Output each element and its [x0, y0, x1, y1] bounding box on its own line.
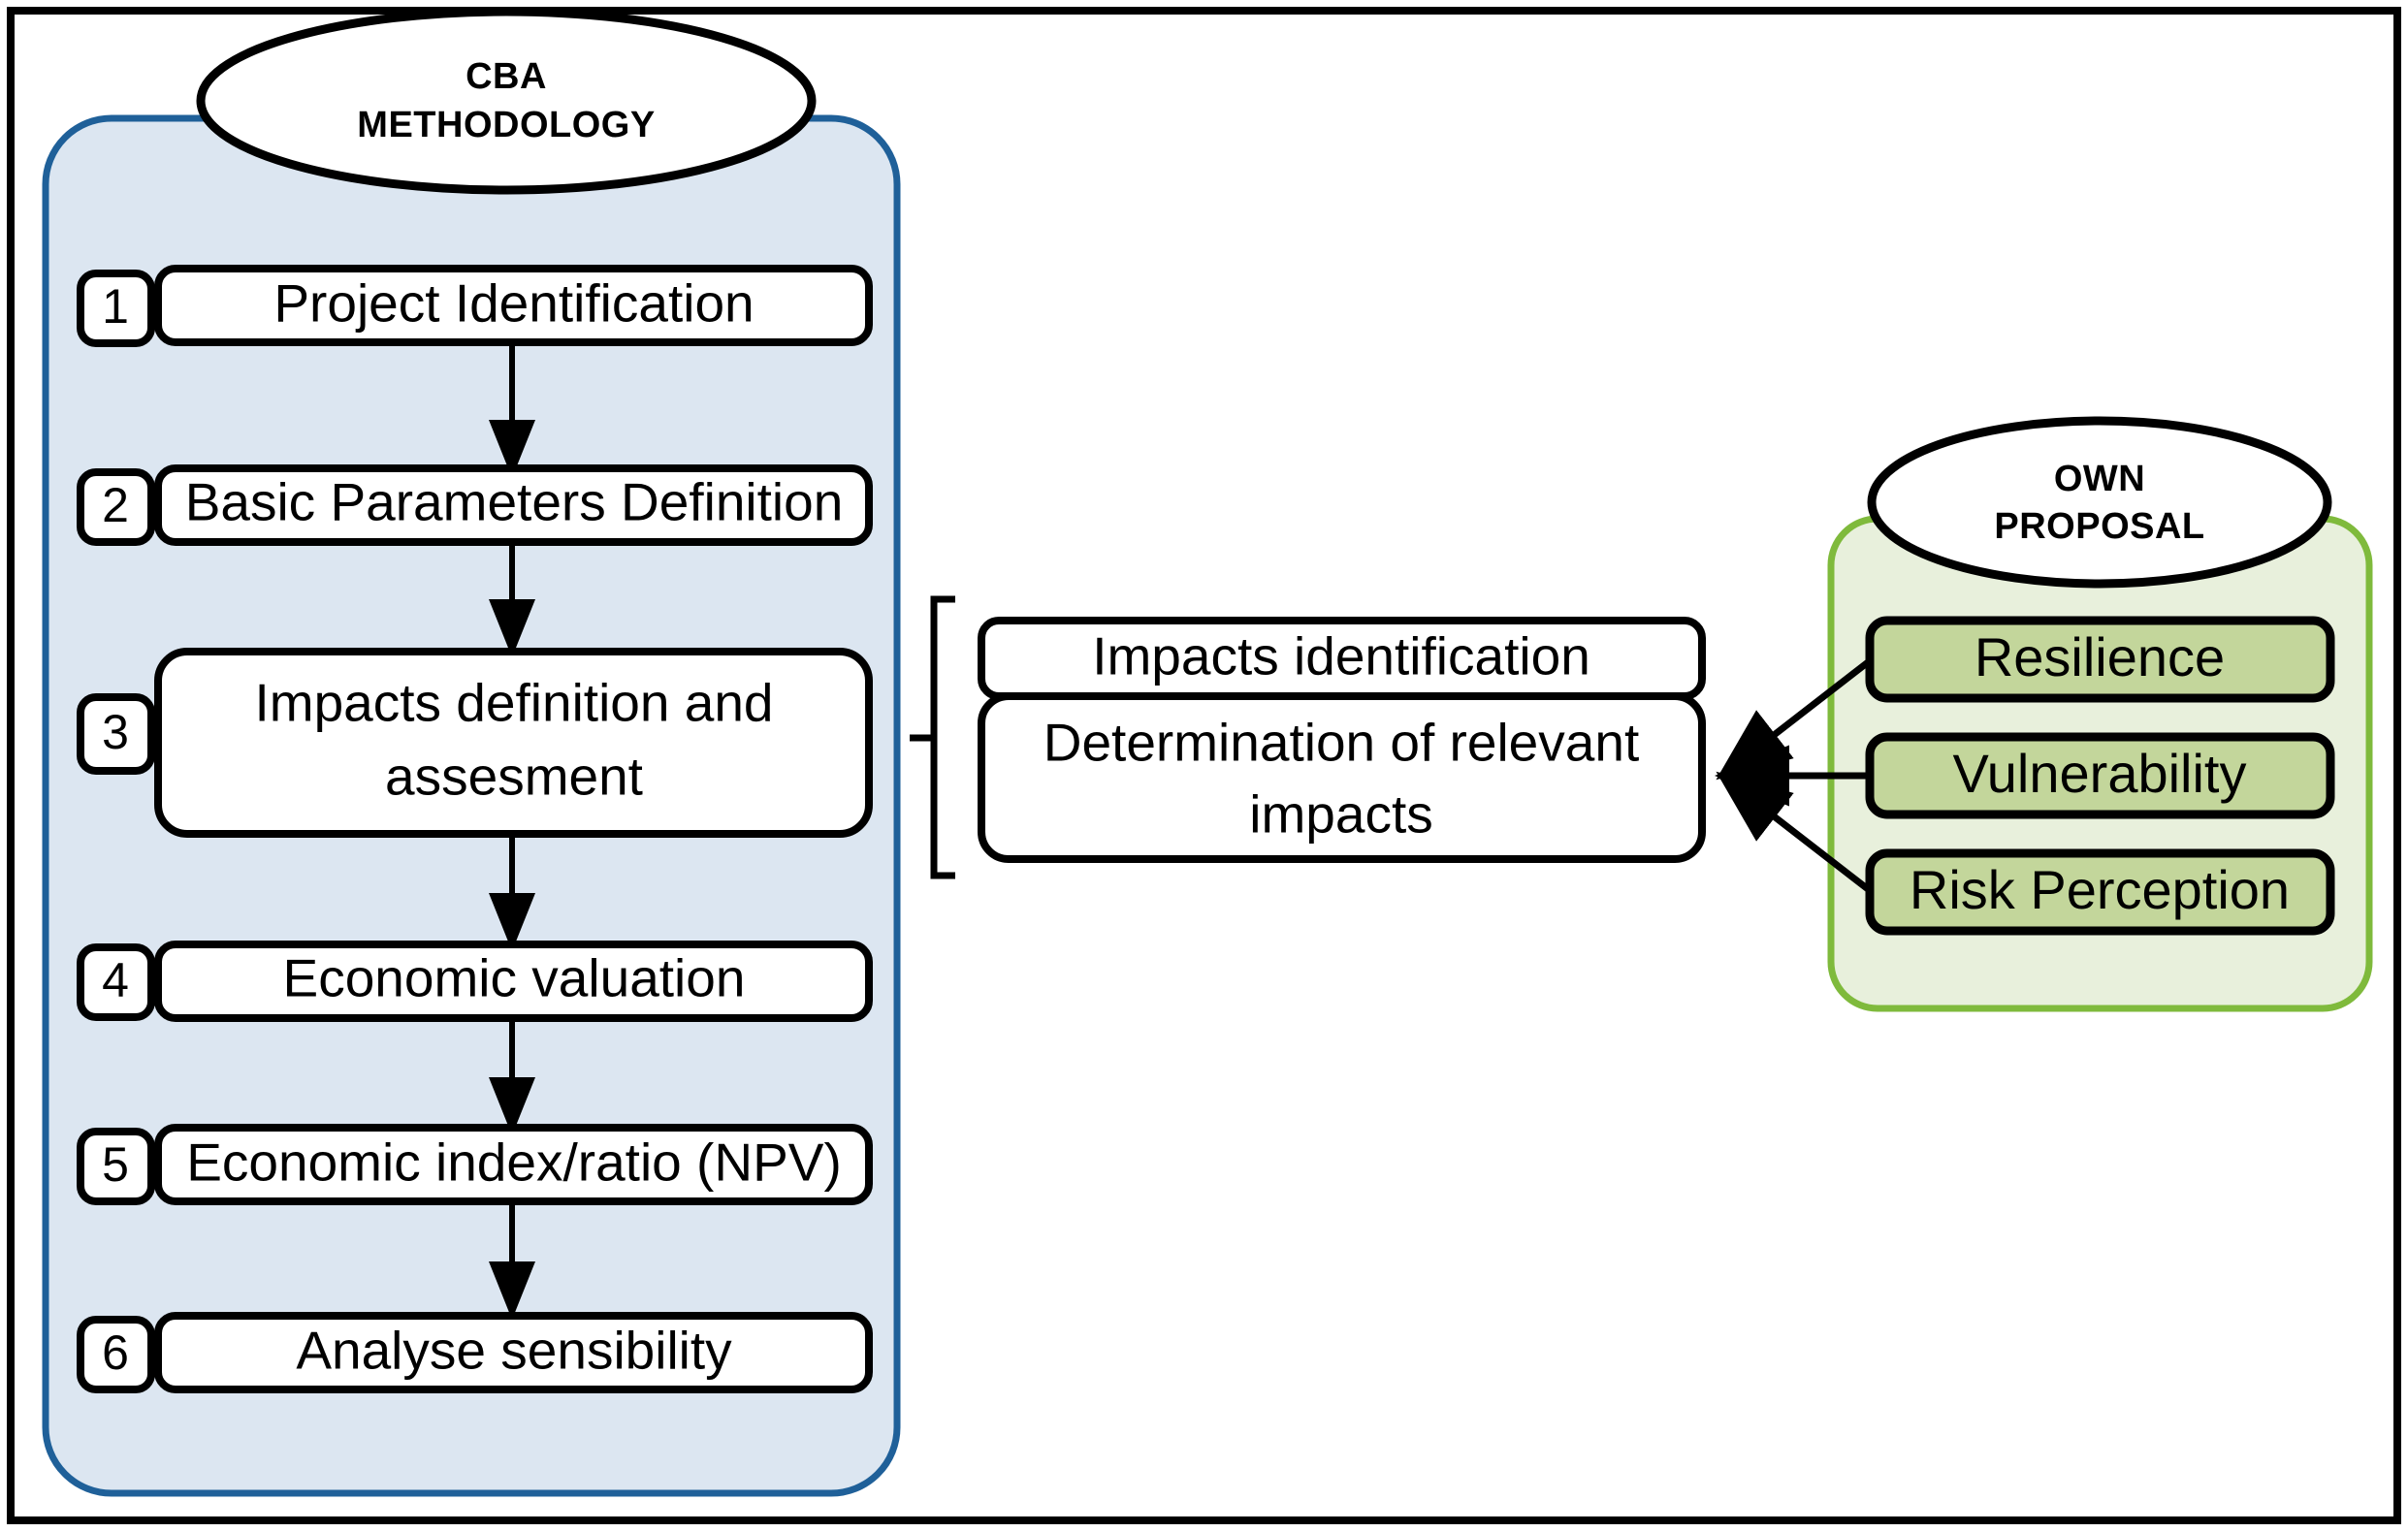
risk-perception-label: Risk Perception	[1910, 859, 2290, 920]
step-1[interactable]: 1 Project Identification	[77, 265, 873, 347]
step-1-number: 1	[102, 279, 129, 334]
step-2-box[interactable]	[154, 464, 873, 546]
step-1-label: Project Identification	[273, 273, 754, 334]
own-proposal-title: OWN PROPOSAL	[1867, 416, 2332, 589]
own-proposal-line2: PROPOSAL	[1994, 506, 2204, 547]
step-3-number-box	[77, 693, 155, 775]
step-3-box[interactable]	[154, 648, 873, 838]
step-3-label-line1: Impacts definition and	[254, 673, 773, 733]
determination-line2: impacts	[1249, 784, 1433, 845]
arrow-risk-perception	[1716, 771, 1875, 895]
cba-methodology-line2: METHODOLOGY	[357, 105, 655, 145]
step-6-label: Analyse sensibility	[296, 1321, 732, 1381]
step-6-number-box	[77, 1316, 155, 1393]
proposal-item-resilience[interactable]: Resilience	[1865, 616, 2335, 703]
determination-line1: Determination of relevant	[1043, 713, 1639, 773]
step-3-number: 3	[102, 705, 129, 759]
determination-relevant-impacts[interactable]: Determination of relevant impacts	[978, 692, 1706, 863]
step-5-box[interactable]	[154, 1124, 873, 1205]
step-4-number: 4	[102, 953, 129, 1007]
proposal-arrows	[1715, 656, 1875, 895]
vulnerability-label: Vulnerability	[1953, 743, 2247, 804]
own-proposal-line1: OWN	[2054, 459, 2145, 499]
resilience-box[interactable]	[1865, 616, 2335, 703]
step-4[interactable]: 4 Economic valuation	[77, 941, 873, 1022]
step-3[interactable]: 3 Impacts definition and assesment	[77, 648, 873, 838]
impacts-bracket	[910, 595, 955, 879]
resilience-label: Resilience	[1975, 626, 2225, 687]
determination-relevant-impacts-box[interactable]	[978, 692, 1706, 863]
step-5-number-box	[77, 1128, 155, 1205]
step-5-label: Economic index/ratio (NPV)	[186, 1133, 842, 1193]
cba-methodology-ellipse	[196, 7, 817, 195]
step-1-box[interactable]	[154, 265, 873, 346]
impacts-identification[interactable]: Impacts identification	[978, 617, 1706, 700]
step-6-box[interactable]	[154, 1312, 873, 1393]
step-4-number-box	[77, 943, 155, 1021]
cba-methodology-line1: CBA	[466, 56, 547, 97]
step-2-label: Basic Parameters Definition	[185, 472, 844, 532]
risk-perception-box[interactable]	[1865, 848, 2335, 936]
step-4-box[interactable]	[154, 941, 873, 1022]
step-4-label: Economic valuation	[283, 948, 746, 1008]
step-5-number: 5	[102, 1137, 129, 1192]
step-2-number-box	[77, 468, 155, 546]
step-2-number: 2	[102, 478, 129, 532]
step-6-number: 6	[102, 1325, 129, 1380]
vulnerability-box[interactable]	[1865, 732, 2335, 819]
own-proposal-ellipse	[1867, 416, 2332, 589]
step-2[interactable]: 2 Basic Parameters Definition	[77, 464, 873, 546]
proposal-item-vulnerability[interactable]: Vulnerability	[1865, 732, 2335, 819]
step-1-number-box	[77, 270, 155, 347]
impacts-identification-label: Impacts identification	[1092, 626, 1590, 686]
cba-methodology-title: CBA METHODOLOGY	[196, 7, 817, 195]
step-3-label-line2: assesment	[385, 747, 643, 807]
step-6[interactable]: 6 Analyse sensibility	[77, 1312, 873, 1393]
proposal-item-risk-perception[interactable]: Risk Perception	[1865, 848, 2335, 936]
step-5[interactable]: 5 Economic index/ratio (NPV)	[77, 1124, 873, 1205]
